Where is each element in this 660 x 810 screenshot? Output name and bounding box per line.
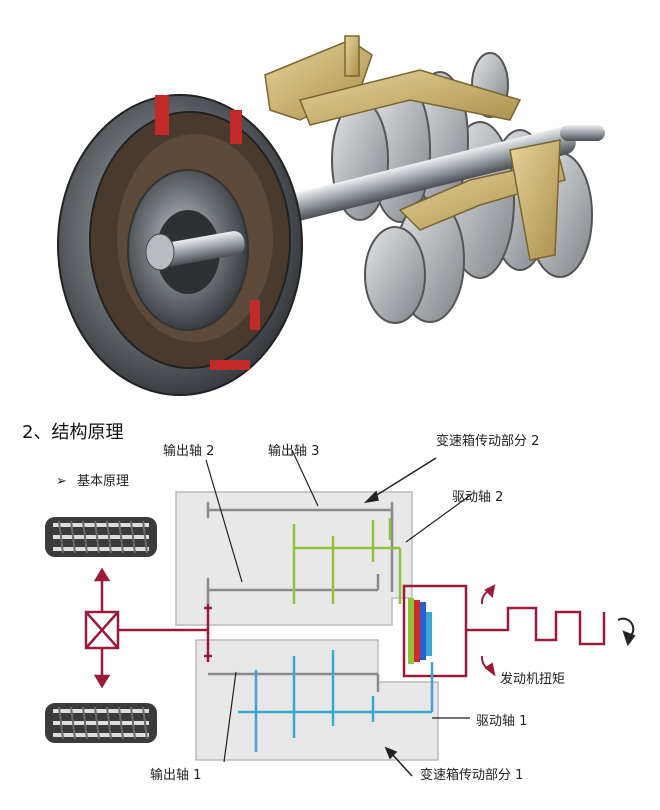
drive-shaft-2	[292, 518, 402, 604]
label-output-shaft-2: 输出轴 2	[163, 444, 215, 459]
label-gearbox-part-2: 变速箱传动部分 2	[436, 434, 540, 449]
subtitle-label: 基本原理	[77, 474, 130, 489]
transmission-render-image	[57, 35, 605, 396]
dct-schematic-diagram	[45, 449, 636, 777]
subtitle-marker-icon: ➢	[56, 474, 67, 489]
label-output-shaft-1: 输出轴 1	[150, 768, 202, 783]
differential-icon	[84, 567, 208, 689]
tire-icon	[45, 517, 157, 557]
label-gearbox-part-1: 变速箱传动部分 1	[420, 768, 524, 783]
rotation-arrow-icon	[617, 617, 636, 647]
rotation-arrow-icon	[480, 584, 496, 677]
output-shaft-3	[206, 502, 394, 592]
tire-icon	[45, 703, 157, 743]
section-title: 2、结构原理	[22, 422, 124, 443]
drive-shaft-1	[238, 650, 434, 752]
shift-fork-icon	[264, 35, 566, 261]
label-drive-shaft-2: 驱动轴 2	[452, 490, 504, 505]
clutch-housing-icon	[57, 94, 303, 396]
subtitle-row: ➢ 基本原理	[56, 470, 129, 489]
label-output-shaft-3: 输出轴 3	[268, 444, 320, 459]
dual-clutch-icon	[408, 598, 432, 664]
output-line	[204, 584, 606, 678]
label-drive-shaft-1: 驱动轴 1	[476, 714, 528, 729]
pointer-arrow-icon	[363, 457, 437, 777]
label-engine-torque: 发动机扭矩	[500, 672, 566, 687]
